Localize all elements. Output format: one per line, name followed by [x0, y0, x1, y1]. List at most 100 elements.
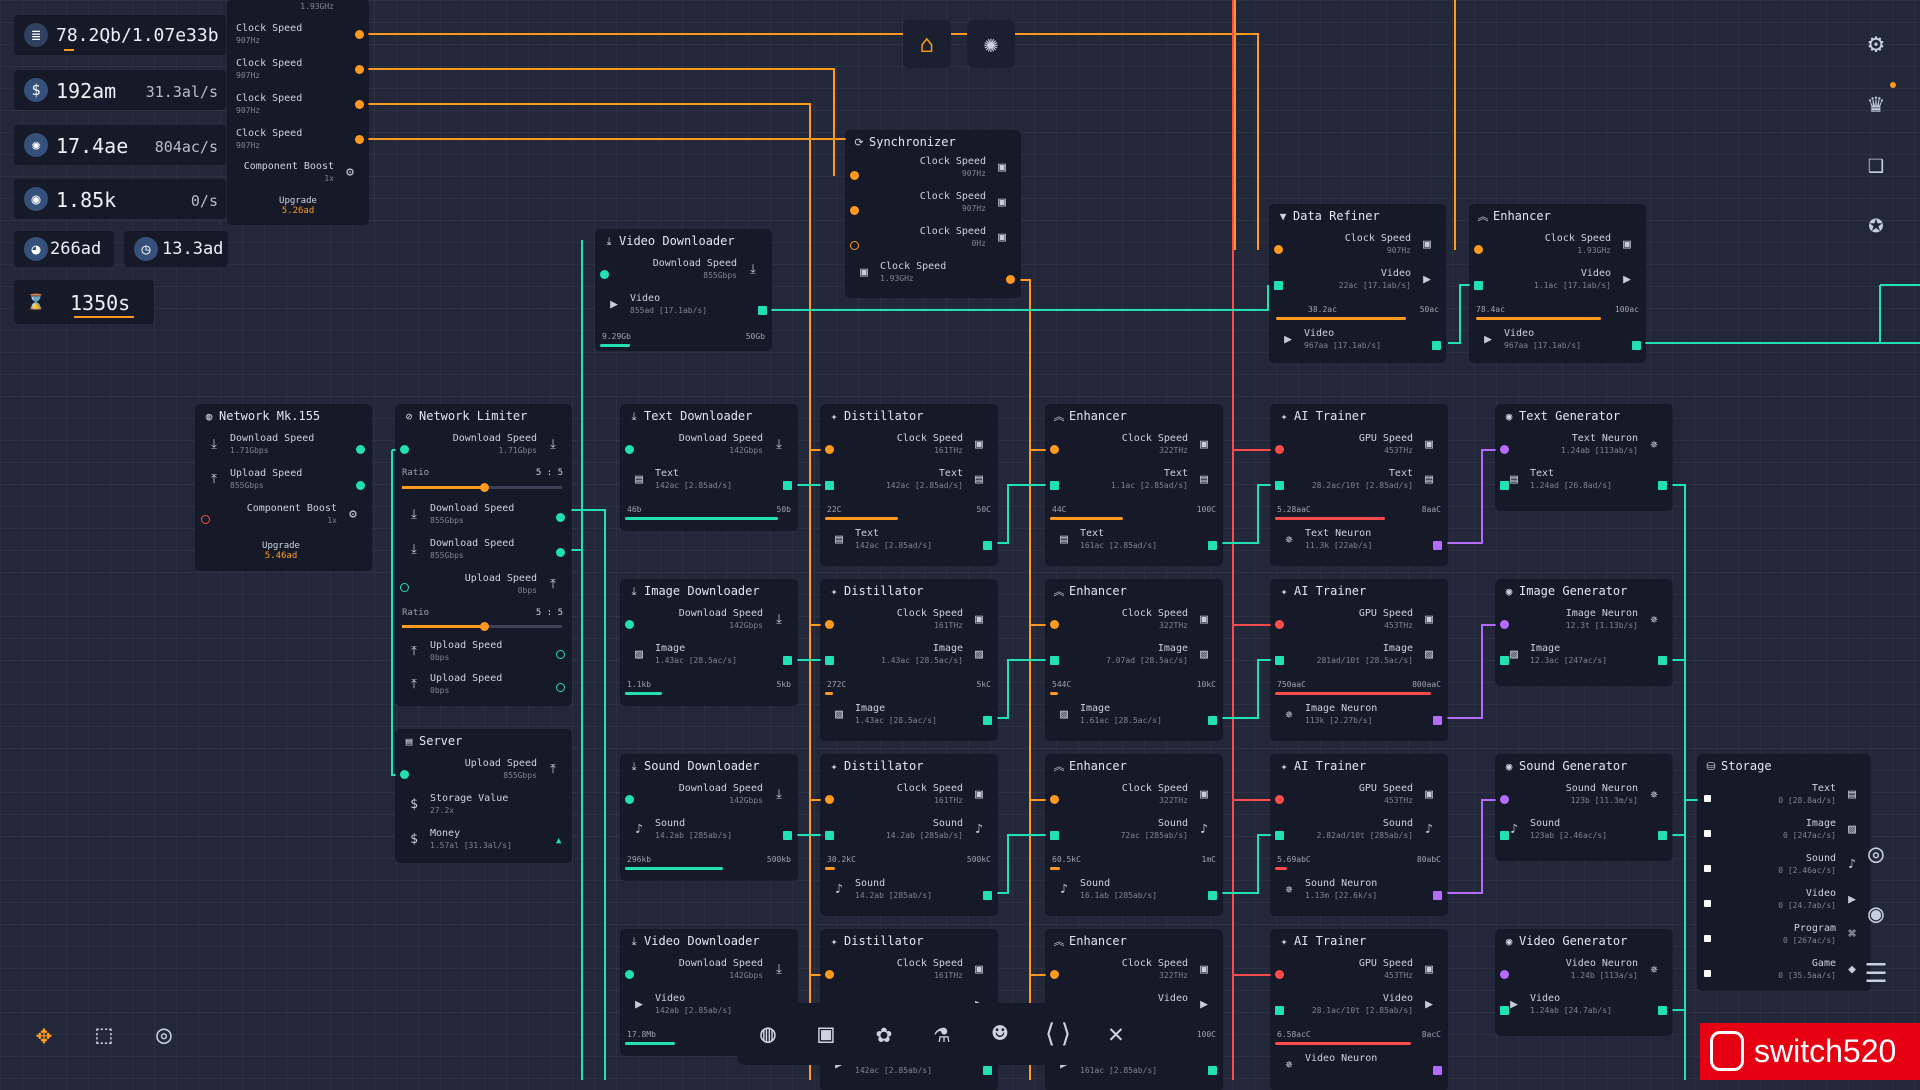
in-port[interactable] [1500, 656, 1509, 665]
in-port[interactable] [850, 241, 859, 250]
out-port[interactable] [1208, 1066, 1217, 1075]
in-port[interactable] [1704, 900, 1711, 907]
out-port[interactable] [1208, 716, 1217, 725]
upgrade-button[interactable]: Upgrade 5.46ad [236, 541, 326, 561]
in-port[interactable] [1274, 245, 1283, 254]
in-port[interactable] [1050, 795, 1059, 804]
dock-user-button[interactable]: ☻ [977, 1011, 1023, 1057]
in-port[interactable] [625, 970, 634, 979]
in-port[interactable] [1500, 481, 1509, 490]
out-port[interactable] [556, 513, 565, 522]
out-port[interactable] [1632, 341, 1641, 350]
target-button[interactable]: ◉ [1854, 892, 1898, 936]
out-port[interactable] [783, 656, 792, 665]
in-port[interactable] [1474, 281, 1483, 290]
out-port[interactable] [758, 306, 767, 315]
in-port[interactable] [850, 206, 859, 215]
in-port[interactable] [825, 970, 834, 979]
ratio-slider-knob[interactable] [480, 483, 489, 492]
in-port[interactable] [1050, 445, 1059, 454]
storage-button[interactable]: ☰ [1854, 952, 1898, 996]
achievements-button[interactable]: ♛ [1854, 82, 1898, 126]
out-port[interactable] [1433, 891, 1442, 900]
dock-network-button[interactable]: ◍ [745, 1011, 791, 1057]
in-port[interactable] [1274, 281, 1283, 290]
ratio-slider[interactable] [402, 483, 562, 492]
in-port[interactable] [825, 795, 834, 804]
out-port[interactable] [783, 481, 792, 490]
out-port[interactable] [983, 541, 992, 550]
prestige-button[interactable]: ✪ [1854, 202, 1898, 246]
in-port[interactable] [600, 270, 609, 279]
upgrade-button[interactable]: Upgrade 5.26ad [258, 196, 338, 216]
in-port[interactable] [1500, 970, 1509, 979]
in-port[interactable] [625, 445, 634, 454]
dock-tools-button[interactable]: ✕ [1093, 1011, 1139, 1057]
in-port[interactable] [625, 620, 634, 629]
in-port[interactable] [1500, 831, 1509, 840]
in-port[interactable] [1500, 620, 1509, 629]
out-port[interactable] [983, 1066, 992, 1075]
in-port[interactable] [1500, 795, 1509, 804]
in-port[interactable] [1704, 865, 1711, 872]
in-port[interactable] [625, 795, 634, 804]
move-tool-button[interactable]: ✥ [22, 1013, 66, 1057]
out-port[interactable] [983, 891, 992, 900]
in-port[interactable] [825, 656, 834, 665]
in-port[interactable] [1474, 245, 1483, 254]
out-port[interactable] [556, 683, 565, 692]
in-port[interactable] [400, 583, 409, 592]
in-port[interactable] [1500, 1006, 1509, 1015]
in-port[interactable] [1275, 656, 1284, 665]
out-port[interactable] [1432, 341, 1441, 350]
dock-ai-button[interactable]: ✿ [861, 1011, 907, 1057]
out-port[interactable] [356, 481, 365, 490]
out-port[interactable] [1658, 831, 1667, 840]
in-port[interactable] [400, 770, 409, 779]
in-port[interactable] [1275, 620, 1284, 629]
select-tool-button[interactable]: ⬚ [82, 1013, 126, 1057]
in-port[interactable] [1050, 831, 1059, 840]
dock-research-button[interactable]: ⚗ [919, 1011, 965, 1057]
out-port[interactable] [355, 30, 364, 39]
in-port[interactable] [1704, 935, 1711, 942]
out-port[interactable] [1006, 275, 1015, 284]
in-port[interactable] [1050, 481, 1059, 490]
out-port[interactable] [355, 65, 364, 74]
in-port[interactable] [1050, 620, 1059, 629]
ratio-slider[interactable] [402, 622, 562, 631]
out-port[interactable] [1658, 481, 1667, 490]
settings-button[interactable]: ⚙ [1854, 22, 1898, 66]
out-port[interactable] [1208, 541, 1217, 550]
dock-cpu-button[interactable]: ▣ [803, 1011, 849, 1057]
out-port[interactable] [355, 100, 364, 109]
in-port[interactable] [1275, 970, 1284, 979]
cog-icon[interactable]: ⚙ [349, 507, 357, 522]
out-port[interactable] [556, 548, 565, 557]
aperture-button[interactable]: ◎ [1854, 832, 1898, 876]
in-port[interactable] [1275, 445, 1284, 454]
out-port[interactable] [1433, 1066, 1442, 1075]
home-button[interactable]: ⌂ [903, 20, 951, 68]
out-port[interactable] [355, 135, 364, 144]
in-port[interactable] [1704, 830, 1711, 837]
in-port[interactable] [1704, 970, 1711, 977]
out-port[interactable] [983, 716, 992, 725]
